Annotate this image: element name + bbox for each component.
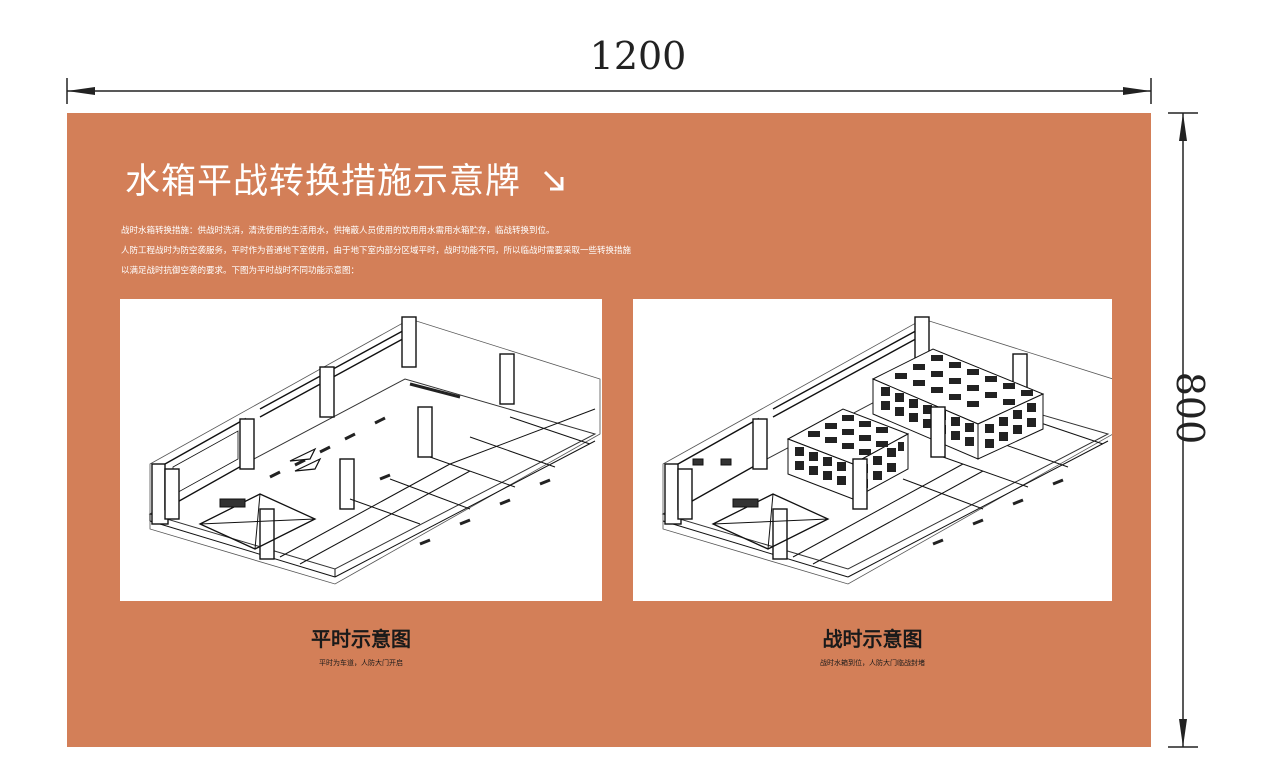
sign-title-text: 水箱平战转换措施示意牌 — [125, 162, 522, 202]
arrow-down-right-icon — [541, 163, 567, 203]
wartime-caption-title: 战时示意图 — [822, 627, 923, 651]
water-tank-block — [786, 408, 910, 500]
description-line: 以满足战时抗御空袭的要求。下图为平时战时不同功能示意图： — [121, 266, 360, 276]
description-line: 人防工程战时为防空袭服务，平时作为普通地下室使用，由于地下室内部分区域平时，战时… — [121, 246, 632, 256]
wartime-caption: 战时示意图 战时水箱到位，人防大门临战封堵 — [633, 623, 1112, 668]
sign-board: 水箱平战转换措施示意牌 战时水箱转换措施：供战时洗消，清洗使用的生活用水，供掩蔽… — [67, 113, 1151, 747]
water-tank-block — [871, 348, 1045, 460]
width-dimension-label: 1200 — [589, 34, 687, 78]
peacetime-caption-subtitle: 平时为车道，人防大门开启 — [319, 659, 403, 667]
peacetime-caption: 平时示意图 平时为车道，人防大门开启 — [120, 623, 602, 668]
sign-title: 水箱平战转换措施示意牌 — [125, 153, 567, 204]
wartime-illustration — [633, 299, 1112, 601]
description-line: 战时水箱转换措施：供战时洗消，清洗使用的生活用水，供掩蔽人员使用的饮用用水需用水… — [121, 226, 555, 236]
sign-description: 战时水箱转换措施：供战时洗消，清洗使用的生活用水，供掩蔽人员使用的饮用用水需用水… — [121, 221, 631, 281]
wartime-caption-subtitle: 战时水箱到位，人防大门临战封堵 — [820, 659, 925, 667]
height-dimension-label: 800 — [1168, 371, 1212, 445]
peacetime-illustration — [120, 299, 602, 601]
peacetime-caption-title: 平时示意图 — [311, 627, 411, 651]
